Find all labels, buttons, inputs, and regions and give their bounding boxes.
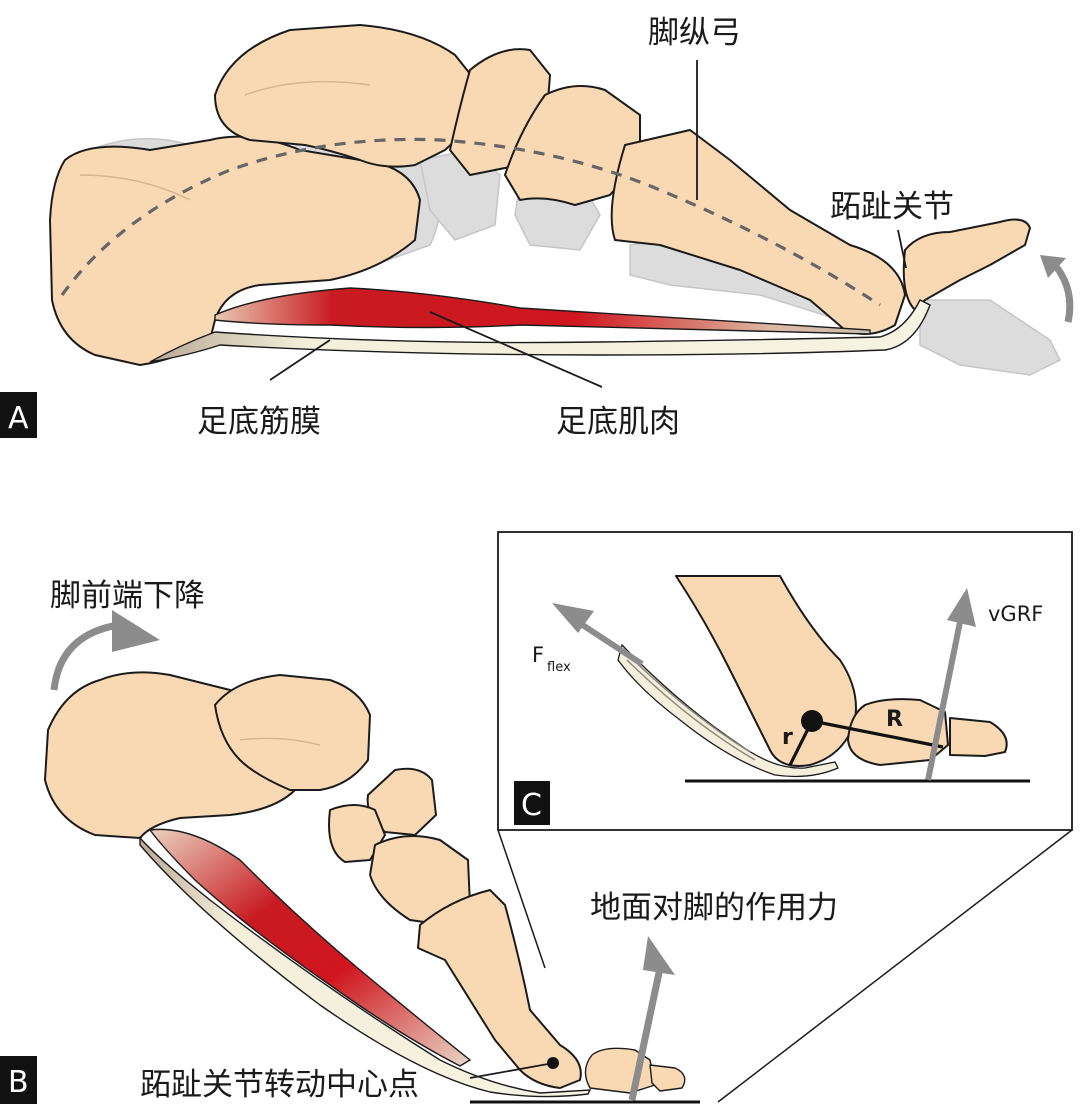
label-ground-reaction: 地面对脚的作用力 bbox=[590, 890, 838, 926]
calcaneus-bone-a bbox=[49, 135, 421, 366]
talus-bone-b bbox=[214, 674, 371, 791]
metatarsal-bone-a bbox=[610, 129, 906, 335]
label-rotation-center: 跖趾关节转动中心点 bbox=[140, 1067, 419, 1103]
panel-a-letter: A bbox=[8, 401, 29, 436]
label-mtp-joint: 跖趾关节 bbox=[830, 189, 954, 225]
plantar-muscle-a bbox=[214, 287, 871, 335]
rotation-center-dot bbox=[547, 1057, 559, 1069]
label-large-R: R bbox=[886, 707, 903, 732]
toe-lift-arrow bbox=[1052, 262, 1074, 323]
zoom-line-left bbox=[497, 829, 546, 969]
plantar-fascia-c bbox=[617, 643, 839, 778]
moment-arm-r bbox=[788, 720, 814, 766]
panel-b-badge bbox=[0, 1056, 37, 1104]
toe-distal-phalanx-b bbox=[649, 1064, 686, 1092]
label-longitudinal-arch: 脚纵弓 bbox=[648, 15, 741, 51]
panel-a-badge bbox=[0, 392, 37, 438]
distal-phalanx-c bbox=[949, 717, 1008, 757]
plantar-fascia-b bbox=[139, 836, 592, 1098]
panel-c-letter: C bbox=[521, 788, 542, 823]
vgrf-arrow bbox=[925, 621, 963, 781]
panel-a: 脚纵弓 跖趾关节 足底筋膜 足底肌肉 A bbox=[0, 15, 1074, 440]
label-plantar-muscle: 足底肌肉 bbox=[556, 404, 680, 440]
forefoot-descent-arrow bbox=[50, 621, 119, 691]
navicular-bone-b bbox=[366, 767, 437, 836]
moment-arm-R bbox=[811, 719, 944, 749]
label-small-r: r bbox=[782, 725, 793, 750]
panel-b: 脚前端下降 地面对脚的作用力 跖趾关节转动中心点 B bbox=[0, 578, 1073, 1104]
plantar-muscle-b bbox=[148, 828, 472, 1067]
label-fflex-subscript: flex bbox=[547, 660, 571, 675]
plantar-fascia-a bbox=[149, 299, 931, 363]
panel-b-letter: B bbox=[8, 1065, 29, 1100]
cuneiform-bone-a bbox=[504, 85, 641, 206]
panel-c: vGRF F flex r R C bbox=[497, 531, 1073, 831]
panel-c-badge bbox=[514, 781, 550, 825]
longitudinal-arch-dashed bbox=[60, 137, 881, 307]
zoom-line-right bbox=[717, 829, 1073, 1103]
label-fflex: F bbox=[532, 643, 544, 667]
label-vgrf: vGRF bbox=[988, 602, 1043, 626]
metatarsal-bone-b bbox=[417, 889, 582, 1089]
label-forefoot-descent: 脚前端下降 bbox=[50, 578, 205, 614]
fflex-arrow bbox=[576, 619, 644, 667]
ground-reaction-arrow bbox=[628, 967, 664, 1101]
toe-phalanx-a bbox=[902, 218, 1031, 311]
proximal-phalanx-c bbox=[847, 698, 949, 766]
label-plantar-fascia: 足底筋膜 bbox=[197, 404, 321, 440]
